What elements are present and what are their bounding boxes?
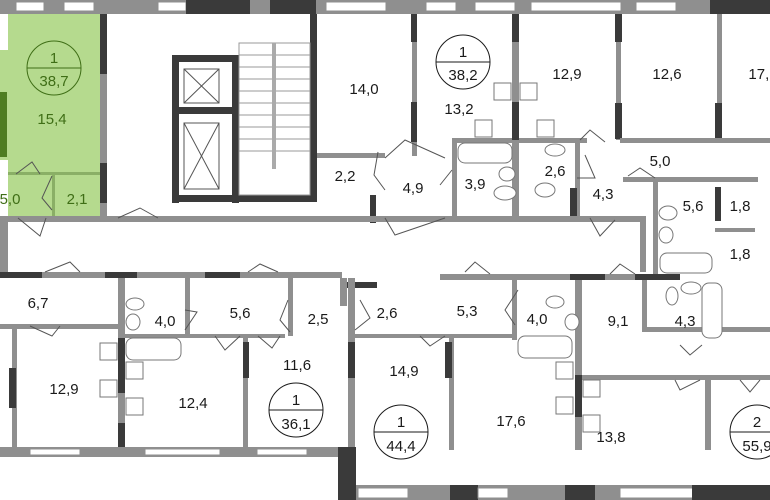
washbasin-icon — [680, 281, 702, 295]
toilet-icon — [545, 295, 565, 309]
room-area: 12,6 — [652, 66, 681, 83]
bathtub-icon — [517, 335, 573, 359]
room-area: 17,7 — [748, 66, 770, 83]
room-area: 2,5 — [308, 311, 329, 328]
room-area: 12,9 — [49, 381, 78, 398]
room-area: 1,8 — [730, 198, 751, 215]
room-area: 1,8 — [730, 246, 751, 263]
apartment-area: 36,1 — [281, 416, 310, 433]
apartment-badge-38-2[interactable]: 1 38,2 — [435, 34, 491, 90]
washbasin-icon — [125, 313, 141, 331]
room-area: 4,0 — [155, 313, 176, 330]
sink-icon — [125, 361, 144, 380]
room-area: 14,0 — [349, 81, 378, 98]
toilet-icon — [125, 297, 145, 311]
toilet-icon — [534, 182, 556, 198]
room-area: 5,3 — [457, 303, 478, 320]
room-count: 1 — [50, 50, 58, 67]
sink-icon — [536, 119, 555, 138]
stove-icon — [125, 397, 144, 416]
bottom-outer-wall — [0, 447, 770, 500]
washbasin-icon — [498, 166, 516, 182]
stove-icon — [555, 396, 574, 415]
room-area: 9,1 — [608, 313, 629, 330]
washbasin-icon — [544, 143, 566, 157]
stairwell — [183, 42, 311, 196]
corridor-walls — [0, 216, 680, 306]
bathtub-icon — [125, 337, 182, 361]
doors — [15, 129, 761, 393]
toilet-icon — [493, 185, 517, 201]
elevator-icon — [183, 122, 220, 190]
stove-icon — [99, 379, 118, 398]
apartment-badge-36-1[interactable]: 1 36,1 — [268, 382, 324, 438]
room-area: 6,7 — [28, 295, 49, 312]
room-area: 2,6 — [377, 305, 398, 322]
room-area: 4,3 — [593, 186, 614, 203]
toilet-icon — [665, 286, 679, 306]
sink-icon — [474, 119, 493, 138]
room-count: 1 — [459, 44, 467, 61]
room-area: 13,2 — [444, 101, 473, 118]
walls-bottom — [0, 278, 770, 452]
room-area: 5,0 — [0, 191, 20, 208]
room-area: 3,9 — [465, 176, 486, 193]
room-area: 4,9 — [403, 180, 424, 197]
room-count: 1 — [292, 392, 300, 409]
room-count: 1 — [397, 414, 405, 431]
top-outer-wall — [0, 0, 770, 14]
sink-icon — [582, 379, 601, 398]
apartment-area: 44,4 — [386, 438, 415, 455]
room-area: 2,6 — [545, 163, 566, 180]
room-area: 14,9 — [389, 363, 418, 380]
stove-icon — [582, 414, 601, 433]
room-area: 15,4 — [37, 111, 66, 128]
room-area: 13,8 — [596, 429, 625, 446]
apartment-area: 38,2 — [448, 67, 477, 84]
room-area: 5,6 — [683, 198, 704, 215]
room-area: 4,0 — [527, 311, 548, 328]
room-area: 5,6 — [230, 305, 251, 322]
apartment-badge-44-4[interactable]: 1 44,4 — [373, 404, 429, 460]
sink-icon — [99, 342, 118, 361]
apartment-highlighted[interactable] — [0, 14, 100, 217]
sink-icon — [555, 361, 574, 380]
room-area: 5,0 — [650, 153, 671, 170]
room-area: 4,3 — [675, 313, 696, 330]
apartment-badge-55-9[interactable]: 2 55,9 — [729, 404, 770, 460]
room-area: 12,4 — [178, 395, 207, 412]
bathtub-icon — [659, 252, 713, 274]
room-area: 12,9 — [552, 66, 581, 83]
bathtub-icon — [701, 282, 723, 339]
room-count: 2 — [753, 414, 761, 431]
stove-icon — [519, 82, 538, 101]
apartment-area: 38,7 — [39, 73, 68, 90]
fixtures — [99, 82, 723, 433]
apartment-badge-38-7[interactable]: 1 38,7 — [26, 40, 82, 96]
apartment-area: 55,9 — [742, 438, 770, 455]
washbasin-icon — [658, 226, 674, 244]
washbasin-icon — [564, 313, 580, 331]
toilet-icon — [658, 205, 678, 221]
room-area: 2,1 — [67, 191, 88, 208]
elevator-icon — [183, 68, 220, 104]
bathtub-icon — [457, 142, 513, 164]
room-area: 2,2 — [335, 168, 356, 185]
stove-icon — [493, 82, 512, 101]
room-area: 11,6 — [283, 357, 311, 374]
room-labels: 15,4 5,0 2,1 14,0 2,2 4,9 3,9 13,2 2,6 1… — [0, 66, 770, 446]
room-area: 17,6 — [496, 413, 525, 430]
